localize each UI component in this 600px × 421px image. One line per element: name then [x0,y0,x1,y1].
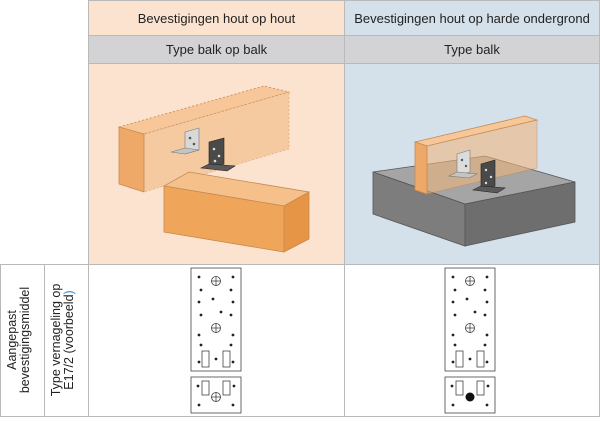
beam-on-concrete-illustration [372,115,576,247]
nail-pattern-diagram [190,267,242,414]
row-label-inner-accent: ) [62,290,76,295]
angle-bracket-icon [447,149,479,179]
nail-pattern-diagram [444,267,496,414]
subheader-beam-on-beam: Type balk op balk [88,35,345,64]
row-label-outer-cell: Aangepast bevestigingsmiddel [0,264,45,417]
row-label-inner-line2: E17/2 (voorbeeld [62,294,76,390]
beam-on-beam-illustration [117,85,311,253]
subheader-beam: Type balk [344,35,600,64]
subheader-beam-on-beam-text: Type balk op balk [165,42,268,57]
angle-bracket-icon [199,137,236,172]
subheader-beam-text: Type balk [444,42,500,57]
row-label-outer: Aangepast bevestigingsmiddel [5,265,36,415]
column-header-wood-text: Bevestigingen hout op hout [137,10,296,26]
angle-bracket-icon [471,159,506,194]
nail-pattern-cell-wood [88,264,345,417]
illustration-cell-wood [88,63,345,265]
row-label-outer-line2: bevestigingsmiddel [18,286,32,394]
column-header-wood: Bevestigingen hout op hout [88,0,345,36]
column-header-hard-surface: Bevestigingen hout op harde ondergrond [344,0,600,36]
column-header-hard-surface-text: Bevestigingen hout op harde ondergrond [354,10,590,26]
illustration-cell-hard-surface [344,63,600,265]
row-label-inner: Type vernageling op E17/2 (voorbeeld) [49,265,80,415]
nail-pattern-cell-hard-surface [344,264,600,417]
row-label-inner-cell: Type vernageling op E17/2 (voorbeeld) [44,264,89,417]
angle-bracket-icon [170,127,200,155]
